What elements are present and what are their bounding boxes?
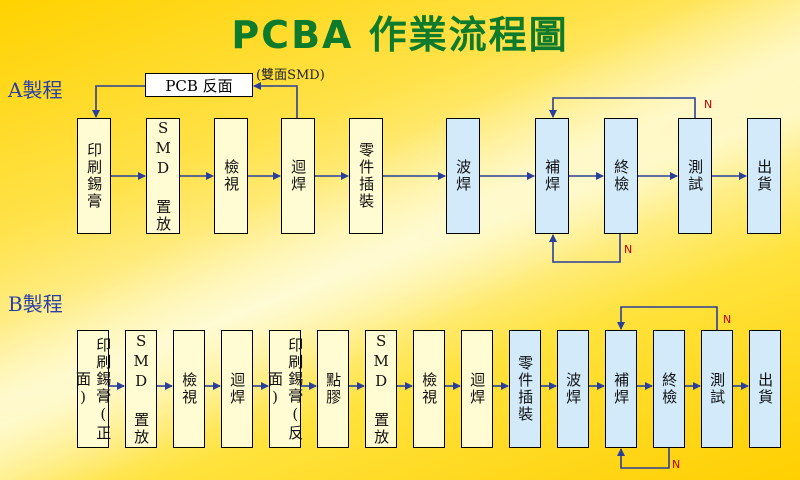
page-title: PCBA 作業流程圖 xyxy=(231,13,569,57)
b-test-loop xyxy=(617,306,718,330)
b-step-smd-place-2: SMD 置放 xyxy=(365,330,397,448)
b-step-test: 測試 xyxy=(701,330,733,448)
double-sided-smd-note: (雙面SMD) xyxy=(256,68,325,83)
pcb-reverse-box: PCB 反面 xyxy=(145,73,253,97)
b-step-component-insert: 零件插裝 xyxy=(509,330,541,448)
a-step-print-solder: 印刷錫膏 xyxy=(77,118,111,234)
section-a-label: A製程 xyxy=(8,78,63,102)
b-step-touch-up: 補焊 xyxy=(605,330,637,448)
b-step-print-solder-back-label: 印刷錫膏(反面) xyxy=(266,336,305,442)
b-step-inspect-1: 檢視 xyxy=(173,330,205,448)
a-step-final-inspect: 終檢 xyxy=(604,118,638,234)
a-step-test: 測試 xyxy=(678,118,712,234)
a-step-inspect: 檢視 xyxy=(214,118,248,234)
b-step-final-inspect: 終檢 xyxy=(653,330,685,448)
b-test-fail-label: N xyxy=(723,313,732,326)
a-step-component-insert: 零件插裝 xyxy=(349,118,383,234)
a-step-smd-place: SMD 置放 xyxy=(146,118,180,234)
b-step-dispense-glue: 點膠 xyxy=(317,330,349,448)
a-step-wave-solder: 波焊 xyxy=(446,118,480,234)
a-final-loop xyxy=(549,234,621,263)
b-step-ship: 出貨 xyxy=(749,330,781,448)
b-step-reflow-1: 迴焊 xyxy=(221,330,253,448)
b-step-print-solder-front-label: 印刷錫膏(正面) xyxy=(74,336,113,442)
b-final-loop xyxy=(617,448,670,469)
a-test-fail-label: N xyxy=(704,98,713,111)
a-pcb-down-arrow xyxy=(92,85,145,118)
a-test-loop xyxy=(549,97,696,118)
b-final-fail-label: N xyxy=(672,458,681,471)
b-step-print-solder-front: 印刷錫膏(正面) xyxy=(74,330,112,448)
a-final-fail-label: N xyxy=(624,243,633,256)
b-step-wave-solder: 波焊 xyxy=(557,330,589,448)
a-step-reflow: 迴焊 xyxy=(281,118,315,234)
b-step-print-solder-back: 印刷錫膏(反面) xyxy=(266,330,304,448)
b-step-inspect-2: 檢視 xyxy=(413,330,445,448)
b-step-smd-place-1: SMD 置放 xyxy=(125,330,157,448)
b-step-reflow-2: 迴焊 xyxy=(461,330,493,448)
section-b-label: B製程 xyxy=(8,292,63,316)
a-pcb-up-arrow xyxy=(253,82,298,118)
a-step-ship: 出貨 xyxy=(747,118,781,234)
a-step-touch-up: 補焊 xyxy=(535,118,569,234)
